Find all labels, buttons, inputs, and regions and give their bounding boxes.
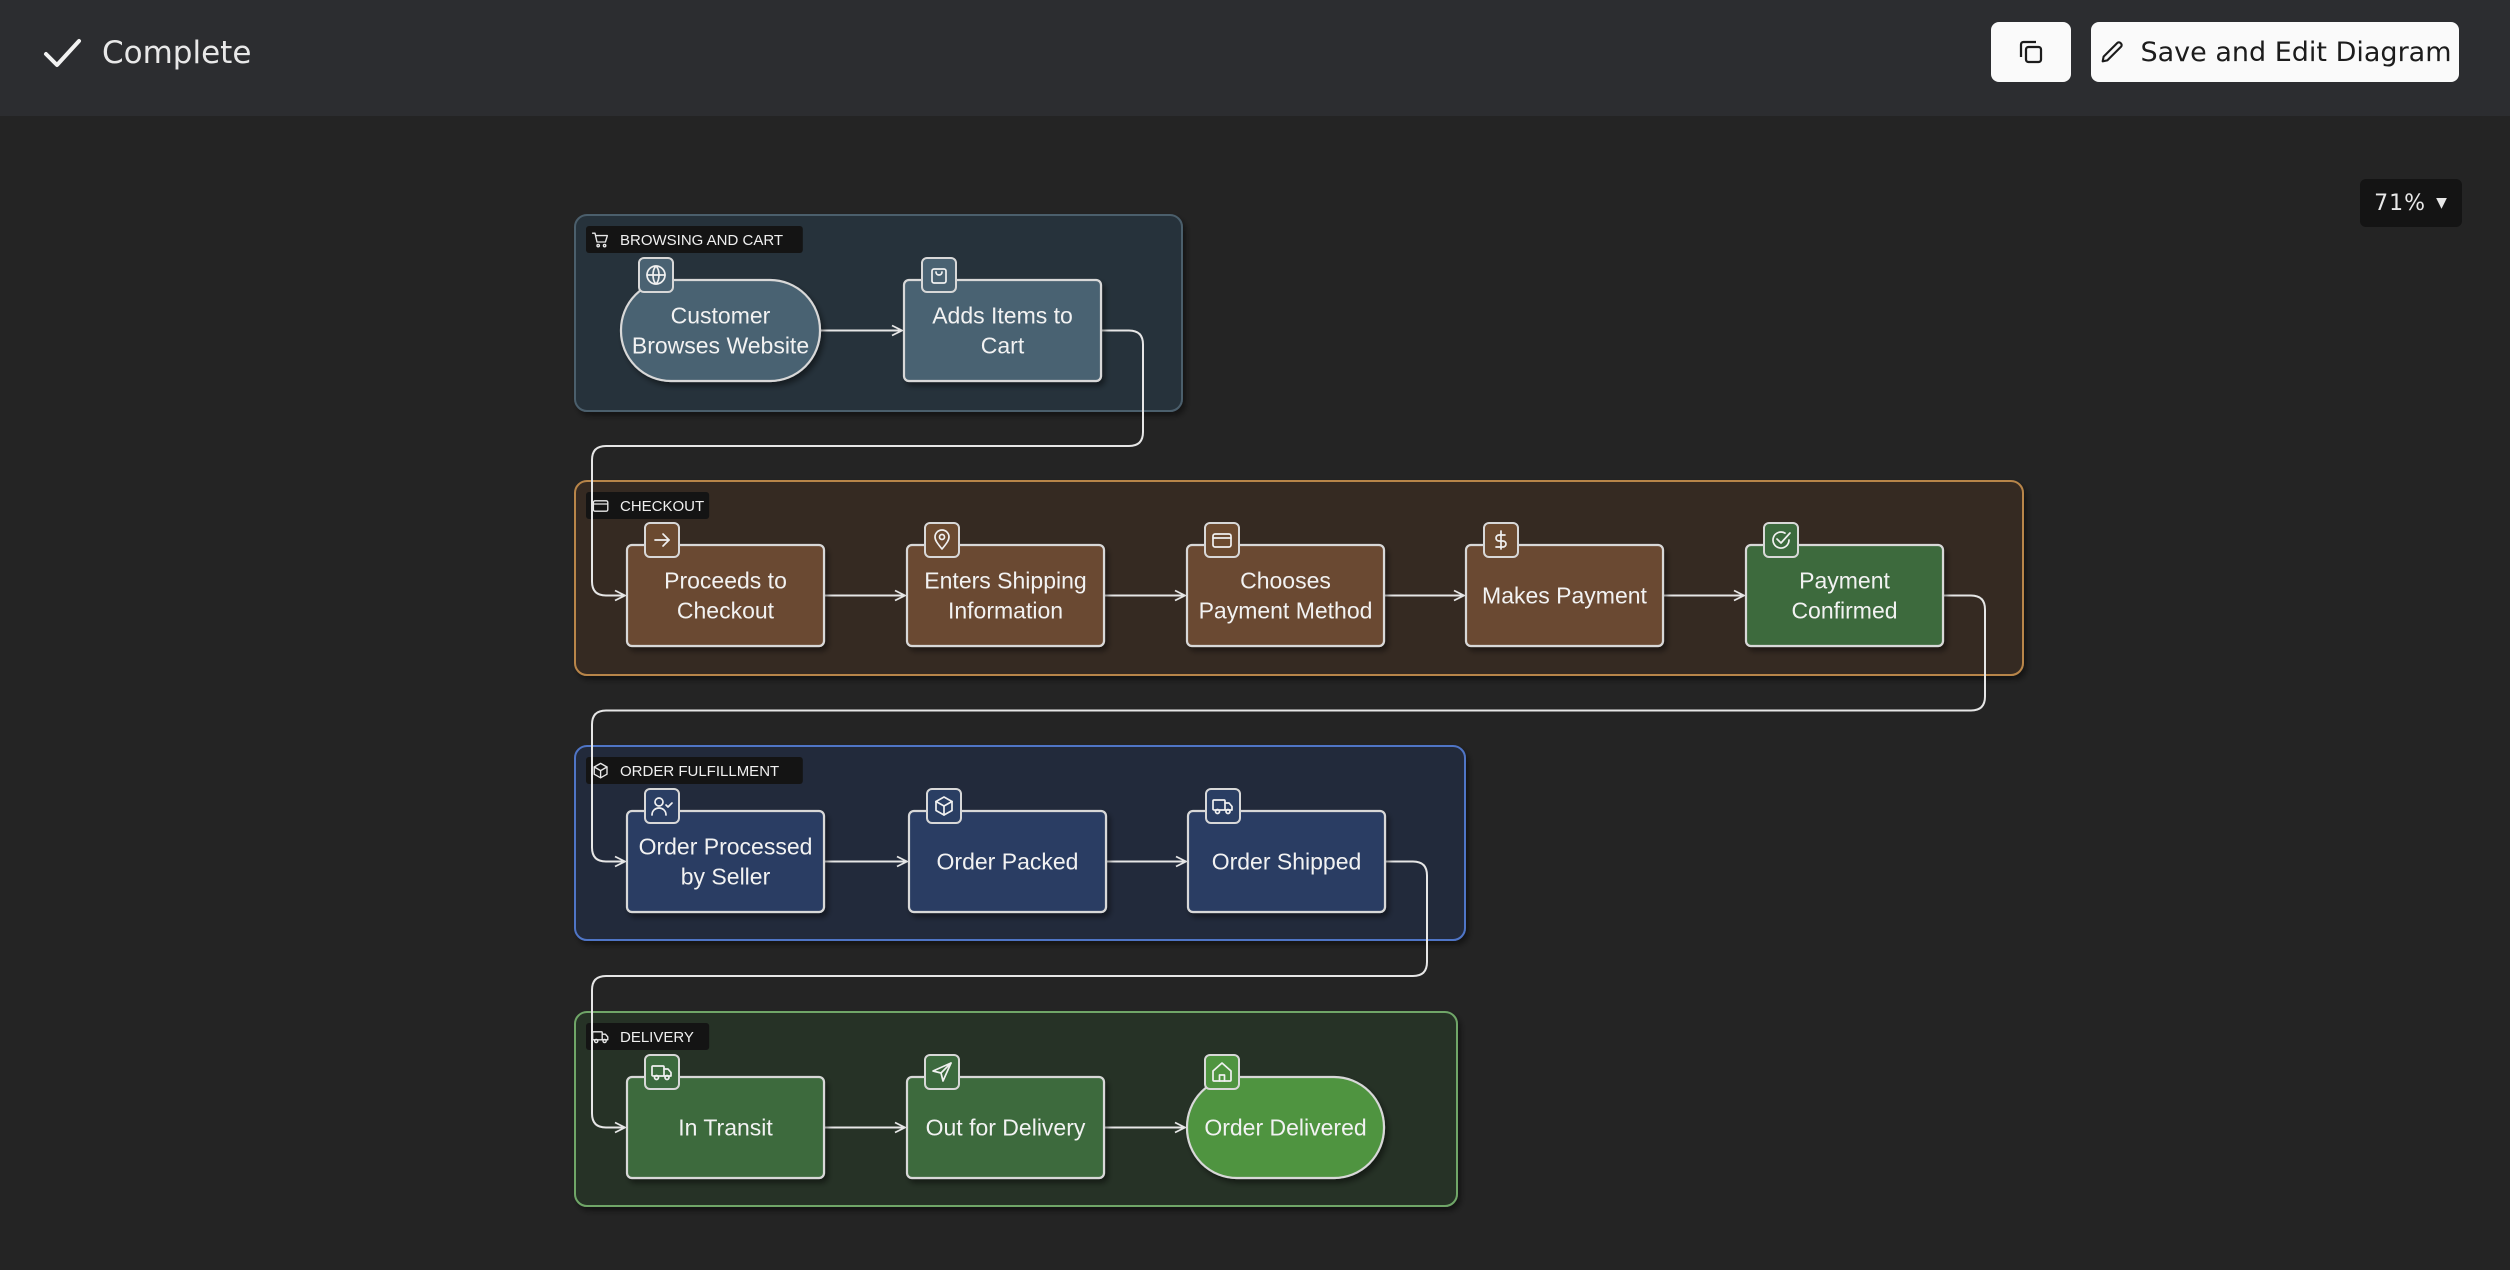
credit-card-icon	[1212, 533, 1232, 548]
home-icon	[1212, 1062, 1232, 1082]
truck-icon	[591, 1031, 609, 1044]
node-label: Proceeds to	[664, 568, 787, 594]
truck-icon	[651, 1065, 672, 1081]
node-n2[interactable]: Adds Items to Cart	[902, 257, 1103, 383]
node-label: Cart	[981, 333, 1025, 359]
node-label: Information	[948, 598, 1063, 624]
arrow-right-icon	[654, 533, 670, 547]
node-box	[1464, 543, 1665, 648]
node-icon-badge	[644, 1054, 680, 1090]
node-label: Out for Delivery	[926, 1115, 1086, 1141]
map-pin-icon	[934, 529, 950, 550]
shopping-bag-icon	[931, 268, 947, 284]
group-label: ORDER FULFILLMENT	[620, 763, 779, 780]
check-circle-icon	[1772, 531, 1791, 549]
node-label: Makes Payment	[1482, 583, 1648, 609]
edge-n7-n8[interactable]	[591, 594, 1986, 862]
checkmark-icon	[44, 39, 81, 67]
zoom-dropdown[interactable]: 71% ▼	[2360, 179, 2462, 227]
group-label: BROWSING AND CART	[620, 232, 783, 249]
node-box	[1744, 543, 1945, 648]
node-box	[907, 809, 1108, 914]
dollar-icon	[1495, 530, 1507, 550]
node-box	[1186, 809, 1387, 914]
status-indicator: Complete	[42, 30, 251, 76]
package-icon	[935, 796, 953, 816]
node-label: Order Delivered	[1204, 1115, 1366, 1141]
copy-button[interactable]	[1991, 22, 2071, 82]
package-icon	[593, 762, 608, 779]
globe-icon	[646, 265, 666, 285]
user-check-icon	[651, 797, 673, 816]
node-icon-badge	[1763, 522, 1799, 558]
copy-icon	[2019, 40, 2043, 64]
edge-n10-n11[interactable]	[591, 860, 1428, 1128]
node-box	[1185, 1075, 1386, 1180]
save-and-edit-label: Save and Edit Diagram	[2140, 36, 2452, 68]
node-n8[interactable]: Order Processed by Seller	[625, 788, 826, 914]
edge-n2-n3[interactable]	[591, 329, 1144, 596]
node-label: Chooses	[1240, 568, 1331, 594]
node-box	[902, 278, 1103, 383]
status-label: Complete	[102, 35, 252, 71]
save-and-edit-button[interactable]: Save and Edit Diagram	[2091, 22, 2459, 82]
node-box	[905, 1075, 1106, 1180]
truck-icon	[1212, 799, 1233, 815]
node-n11[interactable]: In Transit	[625, 1054, 826, 1180]
node-box	[905, 543, 1106, 648]
node-label: Checkout	[677, 598, 775, 624]
node-n10[interactable]: Order Shipped	[1186, 788, 1387, 914]
group-label-bg	[586, 226, 803, 253]
node-label: Browses Website	[632, 333, 809, 359]
node-box	[625, 1075, 826, 1180]
chevron-down-icon: ▼	[2436, 195, 2448, 211]
node-label: Payment	[1799, 568, 1890, 594]
node-label: Adds Items to	[932, 303, 1073, 329]
top-bar: Complete Save and Edit Diagram	[0, 0, 2510, 116]
node-label: In Transit	[678, 1115, 773, 1141]
node-label: Payment Method	[1199, 598, 1373, 624]
node-label: Order Packed	[937, 849, 1079, 875]
node-label: by Seller	[681, 864, 771, 890]
node-label: Confirmed	[1791, 598, 1897, 624]
credit-card-icon	[592, 500, 609, 512]
send-icon	[932, 1062, 952, 1082]
node-box	[625, 809, 826, 914]
node-n3[interactable]: Proceeds to Checkout	[625, 522, 826, 648]
node-box	[619, 278, 822, 383]
node-n12[interactable]: Out for Delivery	[905, 1054, 1106, 1180]
node-box	[1185, 543, 1386, 648]
node-label: Enters Shipping	[924, 568, 1086, 594]
node-icon-badge	[1204, 522, 1240, 558]
node-label: Order Processed	[639, 834, 813, 860]
node-icon-badge	[1205, 788, 1241, 824]
group-label-bg	[586, 1023, 710, 1050]
group-label: CHECKOUT	[620, 498, 704, 515]
node-n6[interactable]: Makes Payment	[1464, 522, 1665, 648]
group-label: DELIVERY	[620, 1029, 694, 1046]
zoom-level: 71%	[2374, 190, 2427, 216]
node-label: Customer	[671, 303, 771, 329]
node-n13[interactable]: Order Delivered	[1185, 1054, 1386, 1180]
cart-icon	[591, 232, 609, 248]
node-n9[interactable]: Order Packed	[907, 788, 1108, 914]
group-label-bg	[586, 492, 710, 519]
node-label: Order Shipped	[1212, 849, 1362, 875]
node-icon-badge	[1204, 1054, 1240, 1090]
pencil-icon	[2102, 41, 2124, 63]
node-icon-badge	[644, 788, 680, 824]
group-label-bg	[586, 757, 803, 784]
node-box	[625, 543, 826, 648]
